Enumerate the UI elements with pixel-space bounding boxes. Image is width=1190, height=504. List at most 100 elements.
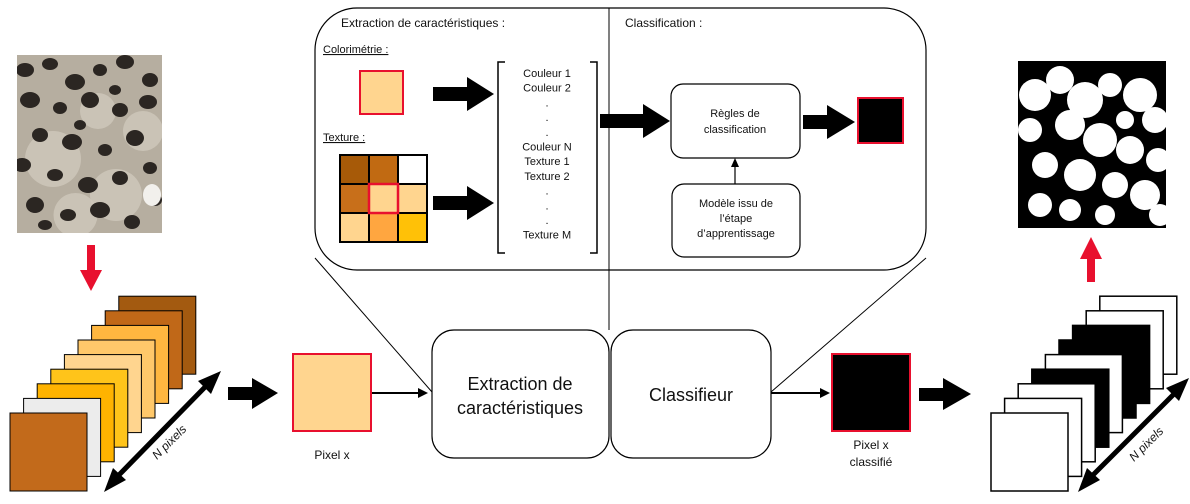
classification-title: Classification :: [625, 16, 702, 30]
texture-cell: [339, 183, 370, 214]
texture-cell: [397, 183, 428, 214]
feature-vector-item: Texture 1: [524, 156, 569, 168]
white-region: [1123, 78, 1157, 112]
feature-vector-item: .: [545, 186, 548, 198]
white-region: [1018, 118, 1042, 142]
nucleus: [38, 220, 52, 230]
nucleus: [90, 202, 110, 218]
nucleus: [26, 197, 44, 213]
red-down-arrow: [80, 245, 102, 291]
nucleus: [42, 58, 58, 70]
nucleus: [65, 74, 85, 90]
model-box-line-3: d’apprentissage: [697, 228, 775, 240]
nucleus: [139, 95, 157, 109]
white-region: [1032, 152, 1058, 178]
white-region: [1095, 205, 1115, 225]
white-region: [1055, 110, 1085, 140]
nucleus: [62, 134, 82, 150]
colorimetry-label: Colorimétrie :: [323, 44, 388, 56]
source-histology-image: [17, 55, 162, 233]
feature-vector-item: Texture 2: [524, 171, 569, 183]
white-region: [1116, 136, 1144, 164]
arrow-rules-to-classified: [803, 105, 855, 139]
feature-vector-item: .: [545, 215, 548, 227]
binary-white-regions: [1018, 66, 1166, 226]
white-region: [1149, 204, 1166, 226]
nucleus: [112, 103, 128, 117]
classified-pixel-square: [831, 353, 911, 432]
binary-segmentation-image: [1018, 61, 1166, 228]
white-region: [1130, 180, 1160, 210]
zoom-lines: [314, 257, 927, 393]
output-stack-layer: [990, 412, 1069, 492]
extraction-title: Extraction de caractéristiques :: [341, 16, 505, 30]
nucleus: [17, 158, 31, 172]
nucleus: [93, 64, 107, 76]
classified-pixel-line-2: classifié: [850, 455, 893, 469]
nucleus: [60, 209, 76, 221]
arrow-to-pixel: [228, 378, 278, 409]
white-region: [1028, 193, 1052, 217]
nucleus: [20, 92, 40, 108]
arrow-model-to-rules: [731, 158, 739, 184]
nucleus: [78, 177, 98, 193]
output-mask-stack: [990, 295, 1178, 492]
nucleus: [116, 55, 134, 69]
white-region: [1059, 199, 1081, 221]
feature-vector-item: .: [545, 97, 548, 109]
white-region: [1142, 107, 1166, 133]
arrow-to-output-stack: [919, 378, 971, 410]
white-region: [1098, 73, 1122, 97]
nucleus: [47, 169, 63, 181]
input-stack-layer: [9, 412, 88, 492]
white-region: [1146, 148, 1166, 172]
nucleus: [109, 85, 121, 95]
stained-nuclei: [17, 55, 162, 233]
texture-cell: [397, 212, 428, 243]
classifier-label: Classifieur: [649, 385, 733, 405]
white-region: [1116, 111, 1134, 129]
model-box-line-1: Modèle issu de: [699, 198, 773, 210]
extraction-box: [431, 329, 610, 459]
nucleus: [98, 144, 112, 156]
colorimetry-pixel: [359, 70, 404, 115]
white-region: [1064, 159, 1096, 191]
feature-vector-item: Couleur 1: [523, 68, 571, 80]
texture-cell: [339, 154, 370, 185]
nucleus: [142, 73, 158, 87]
input-image-stack: [9, 295, 197, 492]
nucleus: [32, 128, 48, 142]
arrow-classifier-to-result: [771, 388, 830, 398]
white-region: [1083, 123, 1117, 157]
texture-cell: [368, 154, 399, 185]
model-box: [671, 183, 801, 258]
model-box-line-2: l’étape: [720, 213, 752, 225]
texture-cell: [397, 154, 428, 185]
feature-vector-item: .: [545, 112, 548, 124]
feature-vector-item: Texture M: [523, 230, 571, 242]
nucleus: [143, 162, 157, 174]
classified-pixel-line-1: Pixel x: [853, 438, 888, 452]
texture-center-pixel: [367, 182, 400, 215]
feature-vector-item: .: [545, 200, 548, 212]
arrow-vector-to-rules: [600, 104, 670, 138]
nucleus: [81, 92, 99, 108]
white-region: [1067, 82, 1103, 118]
pixel-x-label: Pixel x: [314, 448, 349, 462]
texture-cell: [368, 183, 399, 214]
extraction-box-line-1: Extraction de: [467, 374, 572, 394]
n-pixels-left-label: N pixels: [149, 422, 189, 462]
panel-classified-pixel: [857, 97, 904, 144]
nucleus: [126, 130, 144, 146]
pixel-x-square: [292, 353, 372, 432]
n-pixels-right-label: N pixels: [1126, 424, 1166, 464]
feature-vector-item: .: [545, 127, 548, 139]
arrow-colorimetry-to-vector: [433, 77, 494, 111]
rules-box-line-1: Règles de: [710, 108, 760, 120]
texture-cell: [339, 212, 370, 243]
texture-neighborhood-grid: [339, 154, 428, 243]
white-region: [1046, 66, 1074, 94]
red-up-arrow: [1080, 237, 1102, 282]
